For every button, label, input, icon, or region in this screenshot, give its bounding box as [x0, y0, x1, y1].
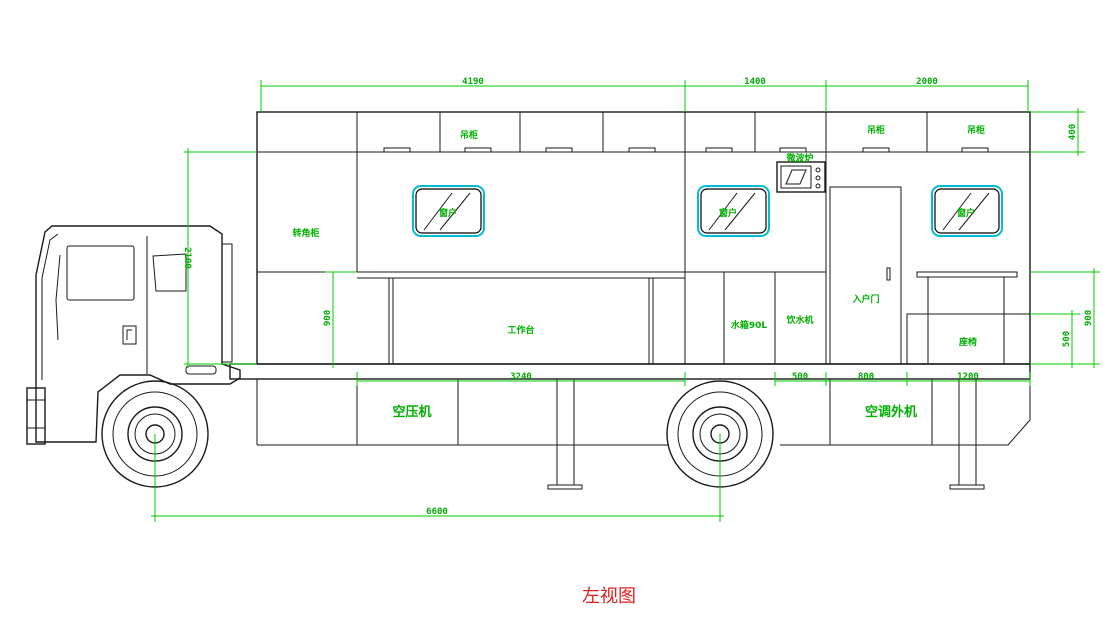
- table-top: [916, 271, 1018, 278]
- label-window-1: 窗户: [439, 207, 457, 219]
- label-water-dispenser: 饮水机: [785, 314, 813, 326]
- window-3: [931, 185, 1003, 237]
- label-window-3: 窗户: [957, 207, 975, 219]
- dim-workbench-w: 3240: [510, 372, 532, 382]
- dim-seat-h: 500: [1062, 331, 1072, 347]
- label-cabinet-2: 吊柜: [867, 124, 885, 136]
- dim-1200: 1200: [957, 372, 979, 382]
- box-body: [256, 111, 1031, 365]
- window-1: [412, 185, 485, 237]
- label-corner-cabinet: 转角柜: [292, 227, 319, 239]
- label-seat: 座椅: [958, 336, 977, 348]
- dim-wheelbase: 6600: [426, 507, 448, 517]
- label-ac-outdoor-unit: 空调外机: [865, 404, 917, 420]
- microwave-icon: [776, 161, 826, 193]
- window-2: [697, 185, 770, 237]
- dim-top-1: 4190: [462, 77, 484, 87]
- label-air-compressor: 空压机: [392, 404, 431, 420]
- dimension-lines: [151, 80, 1100, 522]
- dim-workbench-h: 900: [323, 310, 333, 326]
- label-cabinet-3: 吊柜: [967, 124, 985, 136]
- label-cabinet-1: 吊柜: [460, 129, 478, 141]
- dim-right-cabinet: 400: [1068, 124, 1078, 140]
- dim-left-height: 2100: [182, 247, 192, 269]
- dim-800: 800: [858, 372, 874, 382]
- label-workbench: 工作台: [507, 324, 534, 336]
- cabinet-handles: [383, 147, 989, 153]
- label-window-2: 窗户: [719, 207, 737, 219]
- label-entry-door: 入户门: [851, 293, 879, 305]
- dim-right-table: 900: [1084, 310, 1094, 326]
- dim-top-3: 2000: [916, 77, 938, 87]
- view-title: 左视图: [582, 586, 636, 607]
- label-microwave: 微波炉: [785, 152, 813, 164]
- truck-cab: [26, 225, 241, 445]
- dim-top-2: 1400: [744, 77, 766, 87]
- label-water-tank: 水箱90L: [731, 319, 768, 331]
- chassis: [229, 363, 1031, 490]
- dim-500: 500: [792, 372, 808, 382]
